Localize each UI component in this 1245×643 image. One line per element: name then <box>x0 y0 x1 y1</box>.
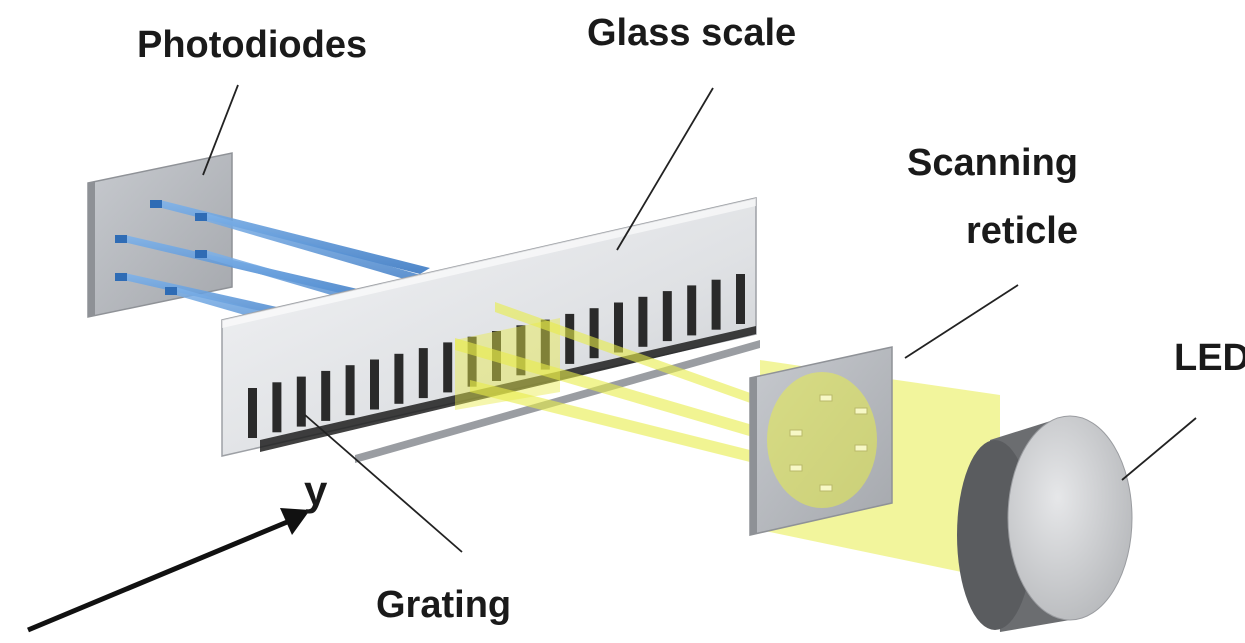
grating-bar <box>467 336 477 387</box>
grating-bar <box>736 274 745 324</box>
reticle-beams <box>455 302 770 467</box>
glass-scale-label: Glass scale <box>587 12 796 54</box>
photodiodes-label: Photodiodes <box>137 24 367 66</box>
grating-bar <box>516 325 526 376</box>
grating-bar <box>711 279 721 330</box>
scanning-reticle-label-line2: reticle <box>966 210 1078 252</box>
grating-bar <box>394 353 404 404</box>
grating-bar <box>589 308 599 359</box>
y-axis-label: y <box>304 467 328 514</box>
leader-lines <box>202 84 1197 553</box>
grating-bar <box>418 348 428 399</box>
grating-bar <box>687 285 697 336</box>
grating-bar <box>565 313 575 364</box>
grating-bar <box>296 376 306 427</box>
glass-scale <box>221 197 760 463</box>
scanning-reticle-plate <box>749 346 893 536</box>
grating-leader <box>304 414 463 553</box>
grating-bar <box>662 291 672 342</box>
led-label: LED <box>1174 337 1245 379</box>
grating-label: Grating <box>376 584 511 626</box>
grating-bar <box>248 388 257 438</box>
grating-bars <box>248 274 745 438</box>
grating-bar <box>370 359 379 410</box>
y-direction-arrow <box>27 508 310 633</box>
glass-scale-leader <box>616 87 714 251</box>
led-leader <box>1121 417 1197 481</box>
led <box>957 415 1133 632</box>
grating-bar <box>638 296 648 347</box>
scanning-reticle-label-line1: Scanning <box>907 142 1078 184</box>
photodiodes-leader <box>202 84 239 176</box>
grating-bar <box>272 382 282 433</box>
grating-bar <box>443 342 453 393</box>
grating-bar <box>540 319 550 370</box>
grating-bar <box>321 370 331 421</box>
grating-bar <box>614 302 623 353</box>
grating-bar <box>345 365 355 416</box>
scanning-reticle-leader <box>904 284 1019 359</box>
